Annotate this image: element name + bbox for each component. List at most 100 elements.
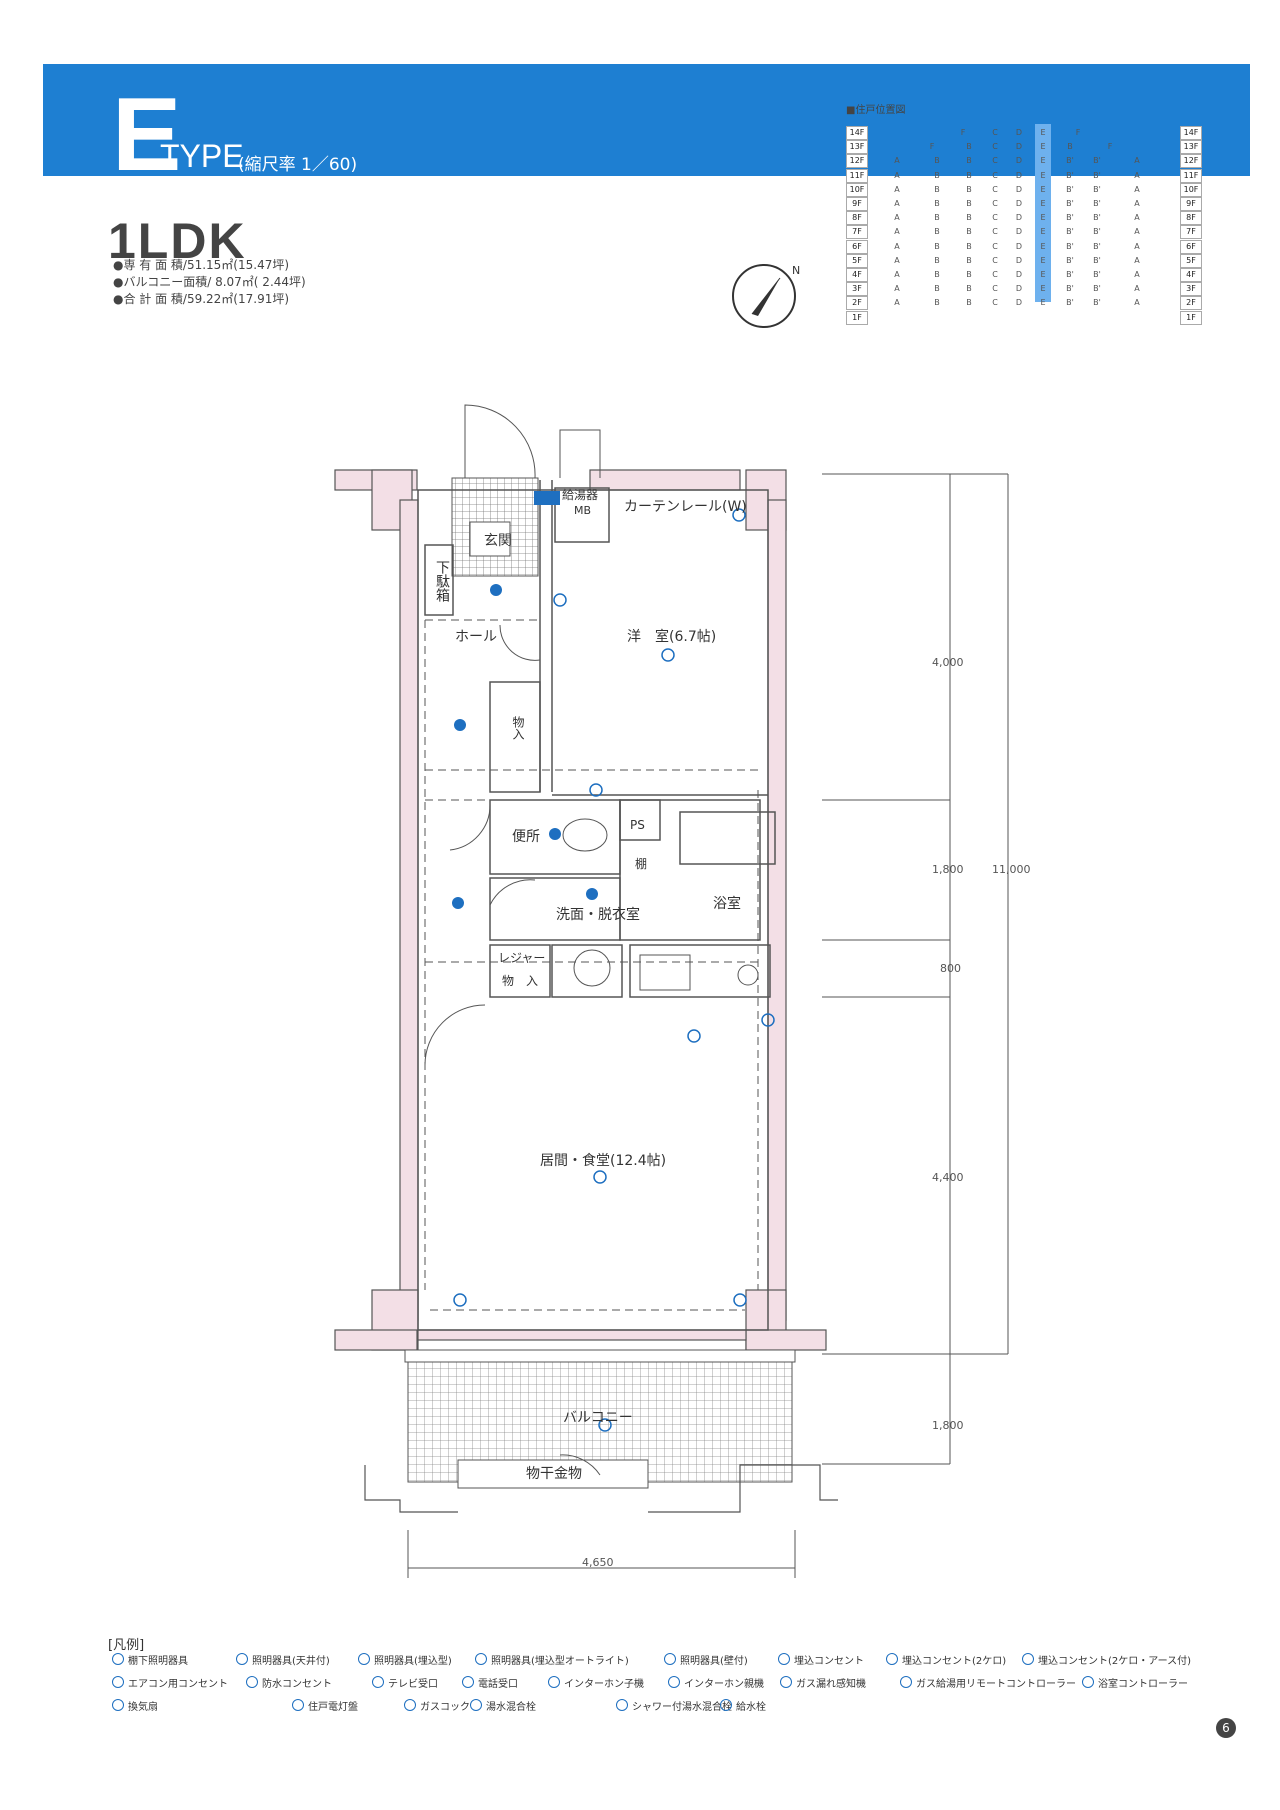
dim-balcony: 1,800 bbox=[932, 1419, 964, 1432]
floor-label: 2F bbox=[846, 296, 868, 311]
legend-item: 電話受口 bbox=[462, 1675, 518, 1690]
water-heater-label: 給湯器 bbox=[562, 488, 599, 502]
floor-label: 1F bbox=[846, 310, 868, 325]
legend-item: 浴室コントローラー bbox=[1082, 1675, 1188, 1690]
floor-label: 10F bbox=[1180, 182, 1202, 197]
unit-cell: B bbox=[934, 213, 940, 223]
unit-cell: A bbox=[1134, 170, 1140, 180]
unit-cell: C bbox=[992, 128, 998, 137]
unit-cell: B bbox=[966, 241, 972, 251]
legend-symbol-icon bbox=[720, 1699, 732, 1711]
unit-cell: B' bbox=[1093, 184, 1101, 194]
unit-cell: C bbox=[992, 241, 998, 251]
unit-cell: E bbox=[1040, 284, 1046, 294]
unit-cell: B' bbox=[1093, 199, 1101, 208]
legend-symbol-icon bbox=[372, 1676, 384, 1688]
unit-cell: A bbox=[894, 298, 900, 308]
unit-cell: B bbox=[934, 227, 940, 237]
floor-label: 4F bbox=[846, 268, 868, 282]
unit-cell: D bbox=[1015, 156, 1023, 166]
unit-cell: D bbox=[1015, 128, 1023, 137]
unit-cell: D bbox=[1015, 184, 1023, 194]
legend-item: 防水コンセント bbox=[246, 1675, 332, 1690]
legend-symbol-icon bbox=[358, 1653, 370, 1665]
legend-symbol-icon bbox=[668, 1676, 680, 1688]
unit-cell: A bbox=[1134, 284, 1140, 294]
unit-cell: E bbox=[1040, 142, 1046, 152]
leisure-storage-label-1: レジャー bbox=[498, 951, 546, 965]
unit-cell: D bbox=[1015, 142, 1023, 152]
unit-cell: A bbox=[894, 284, 900, 294]
unit-cell: A bbox=[1134, 255, 1140, 265]
floor-label: 6F bbox=[846, 239, 868, 254]
storage-label: 物入 bbox=[511, 716, 525, 740]
unit-cell: B bbox=[934, 156, 940, 166]
unit-cell: B bbox=[934, 170, 940, 180]
unit-cell: B bbox=[966, 184, 972, 194]
legend-item: インターホン子機 bbox=[548, 1675, 644, 1690]
legend-item: 照明器具(埋込型) bbox=[358, 1652, 452, 1667]
area-list: ●専 有 面 積/51.15㎡(15.47坪) ●バルコニー面積/ 8.07㎡(… bbox=[113, 257, 306, 308]
dim-kitchen: 800 bbox=[940, 962, 961, 975]
unit-cell: E bbox=[1040, 170, 1046, 180]
room-hall: ホール bbox=[455, 629, 497, 645]
legend-symbol-icon bbox=[404, 1699, 416, 1711]
unit-cell: C bbox=[992, 170, 998, 180]
legend-item: 住戸電灯盤 bbox=[292, 1698, 358, 1713]
legend-symbol-icon bbox=[780, 1676, 792, 1688]
page-number: 6 bbox=[1216, 1718, 1236, 1738]
curtain-rail-label: カーテンレール(W) bbox=[624, 499, 747, 515]
unit-cell: B bbox=[934, 270, 940, 279]
unit-cell: D bbox=[1015, 284, 1023, 294]
floor-label: 12F bbox=[846, 154, 868, 169]
unit-cell: B bbox=[934, 199, 940, 208]
unit-cell: B bbox=[966, 170, 972, 180]
room-entrance: 玄関 bbox=[484, 533, 512, 549]
unit-cell: E bbox=[1040, 199, 1046, 208]
floor-label: 13F bbox=[846, 140, 868, 155]
ps-label: PS bbox=[630, 818, 645, 832]
dim-width: 4,650 bbox=[582, 1556, 614, 1569]
e-column-highlight bbox=[1035, 124, 1051, 302]
legend-item: 換気扇 bbox=[112, 1698, 158, 1713]
unit-cell: B bbox=[966, 270, 972, 279]
floor-label: 4F bbox=[1180, 268, 1202, 282]
unit-cell: A bbox=[894, 241, 900, 251]
floor-label: 9F bbox=[846, 197, 868, 211]
legend-symbol-icon bbox=[1022, 1653, 1034, 1665]
legend-item: 照明器具(天井付) bbox=[236, 1652, 330, 1667]
unit-cell: C bbox=[992, 227, 998, 237]
area-total: ●合 計 面 積/59.22㎡(17.91坪) bbox=[113, 292, 290, 306]
floor-label: 1F bbox=[1180, 310, 1202, 325]
legend-item: 照明器具(壁付) bbox=[664, 1652, 748, 1667]
unit-cell: B bbox=[966, 255, 972, 265]
unit-cell: B' bbox=[1093, 170, 1101, 180]
room-toilet: 便所 bbox=[512, 829, 540, 845]
unit-cell: B bbox=[966, 142, 972, 152]
legend-symbol-icon bbox=[616, 1699, 628, 1711]
unit-cell: D bbox=[1015, 270, 1023, 279]
room-balcony: バルコニー bbox=[563, 1410, 633, 1426]
unit-cell: D bbox=[1015, 241, 1023, 251]
unit-cell: B' bbox=[1066, 199, 1074, 208]
unit-cell: B' bbox=[1093, 255, 1101, 265]
plan-type: 1LDK bbox=[108, 213, 247, 269]
legend-symbol-icon bbox=[112, 1676, 124, 1688]
dim-western: 4,000 bbox=[932, 656, 964, 669]
unit-cell: A bbox=[1134, 184, 1140, 194]
dim-bath: 1,800 bbox=[932, 863, 964, 876]
unit-cell: B' bbox=[1093, 156, 1101, 166]
legend-symbol-icon bbox=[112, 1653, 124, 1665]
unit-cell: B bbox=[1067, 142, 1073, 152]
unit-cell: A bbox=[894, 213, 900, 223]
unit-cell: D bbox=[1015, 255, 1023, 265]
unit-cell: A bbox=[1134, 199, 1140, 208]
unit-cell: B bbox=[966, 199, 972, 208]
floor-label: 11F bbox=[846, 168, 868, 183]
legend-item: 給水栓 bbox=[720, 1698, 766, 1713]
floor-label: 14F bbox=[1180, 126, 1202, 140]
floor-label: 5F bbox=[846, 253, 868, 268]
unit-cell: A bbox=[894, 255, 900, 265]
unit-cell: B bbox=[934, 184, 940, 194]
legend-item: 埋込コンセント(2ケロ) bbox=[886, 1652, 1006, 1667]
